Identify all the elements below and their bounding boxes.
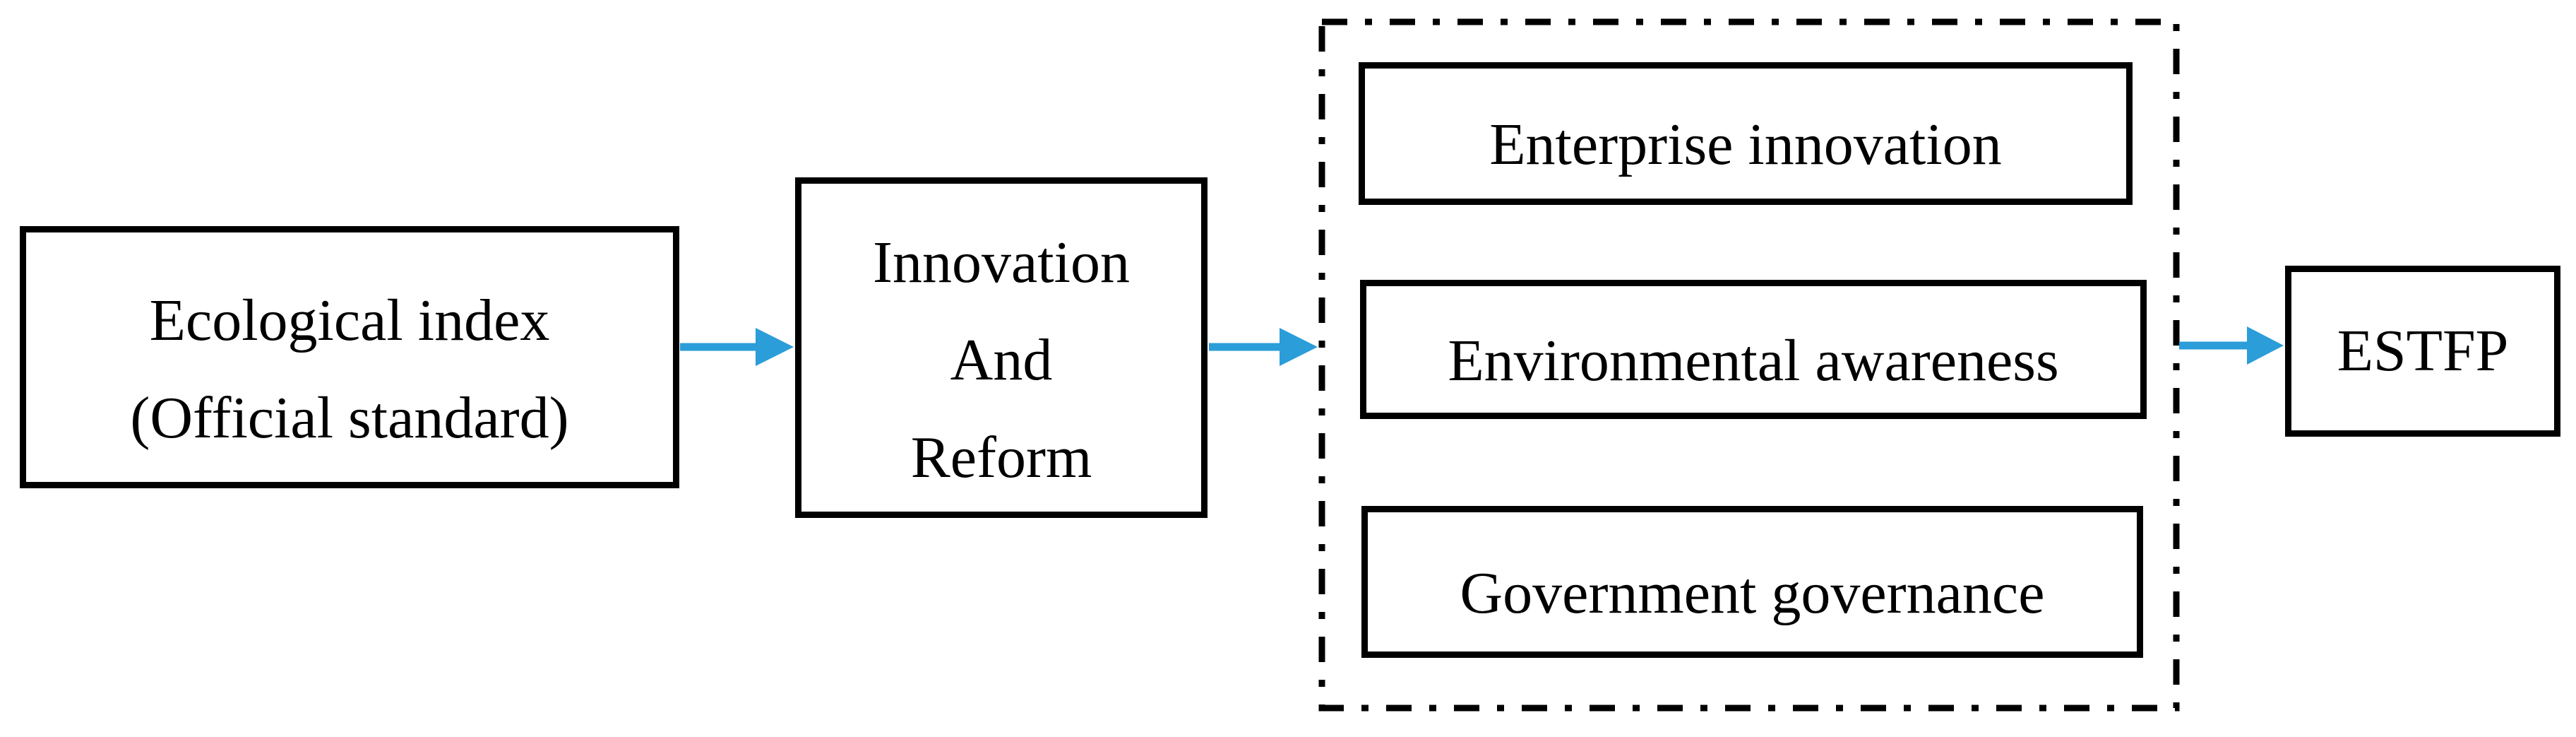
environmental-awareness-box: Environmental awareness [1360,280,2147,419]
ecological-index-box: Ecological index (Official standard) [20,226,679,488]
box-label-line: Reform [910,425,1092,490]
arrow-ecological-to-innovation [680,328,794,366]
estfp-box: ESTFP [2285,266,2560,437]
arrow-head [2247,326,2284,365]
arrow-innovation-to-mediators [1209,328,1318,366]
arrow-head [1280,328,1318,366]
enterprise-innovation-box: Enterprise innovation [1359,62,2133,205]
box-label-line: (Official standard) [130,384,569,451]
arrow-mediators-to-estfp [2179,326,2284,365]
box-label-line: Environmental awareness [1448,327,2059,394]
innovation-and-reform-box: Innovation And Reform [795,177,1208,518]
box-label-line: ESTFP [2337,318,2509,384]
box-label-line: Government governance [1460,560,2045,626]
box-label-line: And [950,327,1053,393]
mediators-dashed-border [1318,18,2180,712]
government-governance-box: Government governance [1361,506,2143,658]
box-label-line: Innovation [873,230,1130,295]
box-label-line: Ecological index [149,287,550,353]
box-label-line: Enterprise innovation [1489,112,2002,177]
arrow-head [756,328,794,366]
